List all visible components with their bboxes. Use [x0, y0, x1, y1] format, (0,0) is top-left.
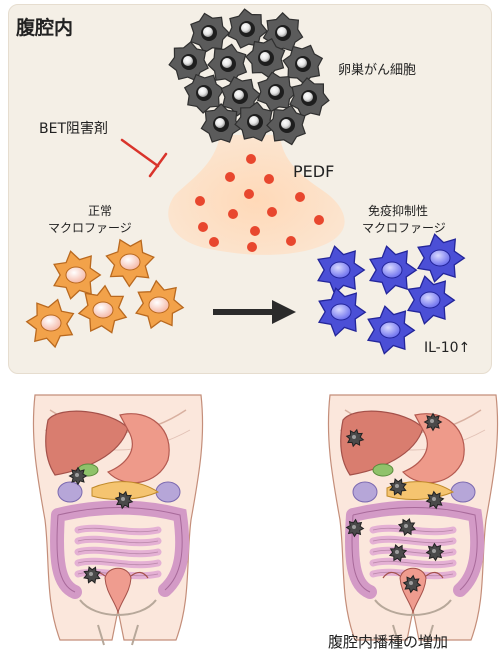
tumor-nodule	[425, 542, 445, 562]
tumor-nodule	[397, 517, 417, 537]
immunosuppressive-macrophage	[416, 233, 466, 283]
immunosuppressive-macrophages	[317, 233, 466, 355]
tumor-nodule	[68, 466, 88, 486]
uterus	[104, 567, 132, 614]
abdomen-before	[32, 394, 204, 646]
dissemination-caption: 腹腔内播種の増加	[328, 633, 449, 651]
tumor-nodule	[402, 574, 422, 594]
tumor-nodule	[345, 518, 365, 538]
ovarian-cancer-cell-cluster	[168, 8, 330, 146]
pancreas	[91, 481, 160, 500]
tumor-label: 卵巣がん細胞	[338, 63, 417, 78]
liver	[340, 410, 424, 476]
tumor-nodule	[114, 490, 134, 510]
tumor-cell	[220, 76, 261, 117]
normal-macrophage-label-line2: マクロファージ	[48, 221, 132, 235]
immunosuppressive-macrophage	[317, 245, 366, 295]
tumor-nodule	[388, 543, 408, 563]
tumor-nodule	[83, 566, 101, 584]
normal-macrophage	[105, 238, 155, 288]
tumor-cell	[289, 77, 330, 118]
tumor-nodule	[345, 428, 365, 448]
normal-macrophage	[135, 279, 185, 330]
tumor-cell	[200, 103, 242, 143]
immunosuppressive-macrophage	[369, 245, 418, 295]
normal-macrophage	[53, 250, 102, 300]
normal-macrophage	[25, 298, 75, 349]
suppressive-macrophage-label-line1: 免疫抑制性	[368, 204, 429, 218]
tumor-cell	[256, 71, 297, 113]
stomach	[401, 413, 465, 484]
immunosuppressive-macrophage	[406, 275, 456, 325]
il10-label: IL-10↑	[424, 340, 471, 356]
inhibitor-label: BET阻害剤	[39, 121, 109, 137]
tumor-cell	[227, 8, 268, 49]
tumor-nodule	[425, 490, 445, 510]
inhibition-symbol	[120, 138, 168, 178]
tumor-cell	[168, 41, 209, 82]
pedf-label: PEDF	[293, 162, 335, 181]
transition-arrow	[213, 300, 296, 324]
tumor-cell	[282, 44, 324, 85]
normal-macrophage-label-line1: 正常	[88, 204, 113, 218]
tumor-nodule	[389, 478, 407, 496]
panel-title: 腹腔内	[16, 17, 74, 39]
immunosuppressive-macrophage	[317, 287, 367, 337]
tumor-cell	[245, 38, 286, 79]
immunosuppressive-macrophage	[366, 305, 416, 355]
pedf-secretion-cloud	[168, 135, 345, 255]
tumor-cell	[183, 73, 225, 114]
liver	[45, 410, 129, 476]
tumor-cell	[190, 12, 230, 54]
tumor-cell	[207, 43, 248, 85]
tumor-cell	[234, 101, 275, 142]
normal-macrophages	[25, 238, 185, 349]
abdomen-after	[327, 394, 499, 646]
normal-macrophage	[77, 284, 128, 334]
suppressive-macrophage-label-line2: マクロファージ	[362, 221, 446, 235]
pedf-molecules	[195, 154, 324, 252]
tumor-cell	[266, 104, 306, 146]
stomach	[106, 413, 170, 484]
tumor-nodule	[423, 412, 443, 432]
